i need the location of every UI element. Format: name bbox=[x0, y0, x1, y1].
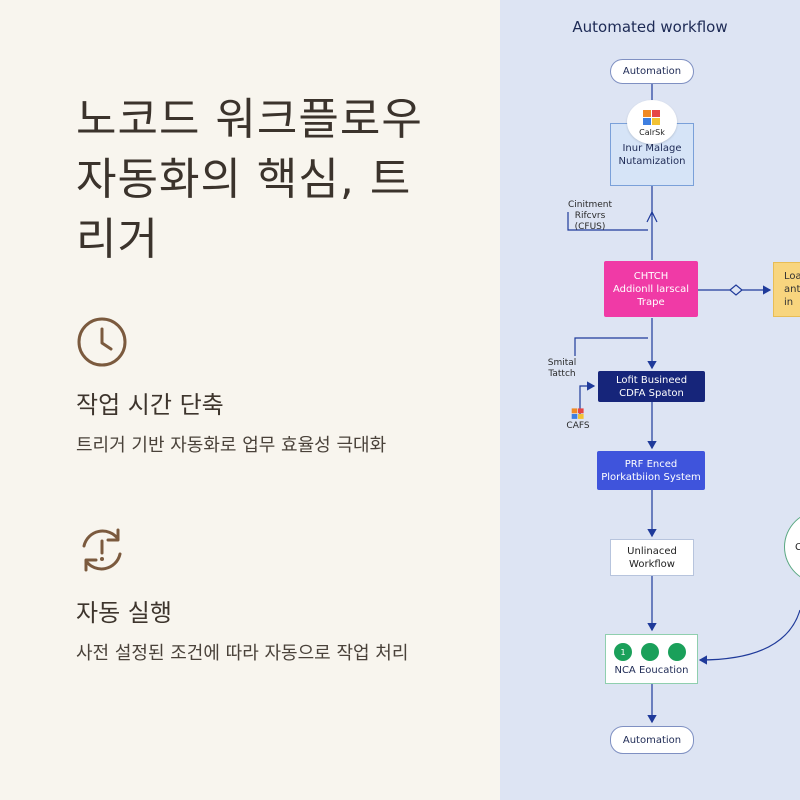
node-trigger-line-1: CHTCH bbox=[633, 270, 669, 282]
node-manage-line-1: Inur Malage bbox=[622, 142, 682, 154]
node-system-line-1: PRF Enced bbox=[624, 458, 678, 470]
node-load-line-1: Loa bbox=[784, 271, 800, 282]
green-dot-3 bbox=[668, 643, 686, 661]
clock-icon bbox=[77, 317, 127, 367]
headline: 노코드 워크플로우 자동화의 핵심, 트리거 bbox=[76, 94, 423, 265]
annotation-cafs: CAFS bbox=[566, 407, 590, 437]
node-system-line-2: Plorkatbiion System bbox=[601, 471, 701, 483]
node-manage: Inur Malage Nutamization bbox=[610, 123, 694, 186]
node-load: Loa ant in bbox=[773, 262, 800, 317]
node-education-label: NCA Eoucation bbox=[614, 665, 689, 676]
green-dot-1: 1 bbox=[614, 643, 632, 661]
node-start-label: Automation bbox=[622, 66, 682, 77]
node-manage-line-2: Nutamization bbox=[618, 155, 686, 167]
annotation-mid-line-1: Smital bbox=[547, 358, 577, 368]
node-system: PRF Enced Plorkatbiion System bbox=[597, 451, 705, 490]
green-dot-2 bbox=[641, 643, 659, 661]
node-circle-label: C bbox=[795, 541, 800, 553]
node-workflow-line-2: Workflow bbox=[629, 558, 675, 570]
node-trigger-line-2: Addionll larscal bbox=[613, 283, 689, 295]
node-load-line-2: ant bbox=[784, 284, 800, 295]
annotation-top-line-3: (CFUS) bbox=[574, 222, 606, 232]
feature-title-auto: 자동 실행 bbox=[76, 599, 172, 627]
node-workflow: Unlinaced Workflow bbox=[610, 539, 694, 576]
node-end-label: Automation bbox=[622, 734, 682, 746]
node-load-line-3: in bbox=[784, 297, 794, 308]
feature-title-time: 작업 시간 단축 bbox=[76, 391, 224, 419]
node-end: Automation bbox=[610, 726, 694, 754]
sync-alert-icon bbox=[82, 528, 122, 572]
node-business: Lofit Busineed CDFA Spaton bbox=[598, 371, 705, 402]
logo-badge: CalrSk bbox=[627, 100, 677, 144]
cube-logo-icon bbox=[643, 109, 660, 125]
diagram-title: Automated workflow bbox=[572, 18, 728, 36]
node-trigger-line-3: Trape bbox=[637, 296, 665, 308]
connector-lines bbox=[567, 84, 800, 724]
mini-cube-icon bbox=[571, 408, 584, 419]
node-workflow-line-1: Unlinaced bbox=[627, 545, 677, 557]
workflow-diagram: Automated workflow Automation Inur Malag… bbox=[500, 0, 800, 800]
node-business-line-2: CDFA Spaton bbox=[619, 387, 684, 399]
annotation-mid: Smital Tattch bbox=[540, 358, 584, 380]
node-start: Automation bbox=[610, 59, 694, 84]
feature-desc-auto: 사전 설정된 조건에 따라 자동으로 작업 처리 bbox=[76, 643, 409, 664]
node-trigger: CHTCH Addionll larscal Trape bbox=[604, 261, 698, 317]
logo-label: CalrSk bbox=[639, 127, 665, 137]
feature-desc-time: 트리거 기반 자동화로 업무 효율성 극대화 bbox=[76, 435, 387, 456]
node-business-line-1: Lofit Busineed bbox=[615, 374, 688, 386]
annotation-cafs-label: CAFS bbox=[566, 421, 590, 431]
left-panel: 노코드 워크플로우 자동화의 핵심, 트리거 작업 시간 단축 트리거 기반 자… bbox=[0, 0, 500, 800]
annotation-top-line-2: Rifcvrs bbox=[574, 211, 606, 221]
annotation-mid-line-2: Tattch bbox=[548, 369, 576, 379]
annotation-top: Cinitment Rifcvrs (CFUS) bbox=[555, 200, 625, 233]
annotation-top-line-1: Cinitment bbox=[567, 200, 613, 210]
